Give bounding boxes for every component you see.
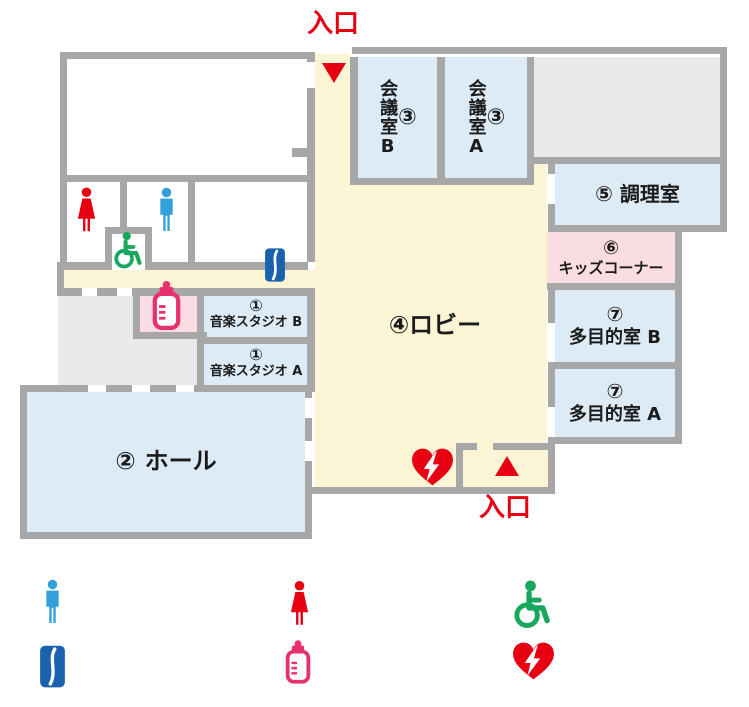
room-unlabeled-top [534,57,720,157]
room-studio-b-label: ① 音楽スタジオ B [209,296,303,330]
room-multi-a [555,369,675,437]
room-multi-b-label: ⑦ 多目的室 B [569,302,661,349]
wall-segment [188,182,195,262]
wall-segment [548,225,727,232]
aed-icon [410,447,455,488]
wall-segment [58,262,105,270]
entrance-top-label: 入口 [306,9,359,40]
legend-vending-machine-icon [39,644,66,689]
legend-female-toilet-icon [287,580,312,629]
wall-segment [305,461,312,532]
wall-segment [60,182,67,262]
wall-segment [305,418,312,441]
wall-segment [307,88,315,262]
wall-segment [463,443,477,450]
wall-segment [20,385,62,392]
wall-segment-dashed [62,288,133,296]
legend-aed-icon [511,641,556,682]
wall-segment [437,57,445,178]
wall-segment [720,47,727,232]
wall-segment [120,182,127,227]
wall-segment [675,225,682,444]
legend-wheelchair-accessible-icon [510,578,553,630]
wall-segment [548,204,555,232]
wall-segment [20,385,27,539]
wall-segment [307,487,555,494]
wall-segment [133,332,207,339]
room-kids-corner [547,232,675,283]
wall-segment [133,296,140,339]
wall-segment [527,57,534,178]
wall-segment-dashed [62,385,215,392]
wall-segment [548,290,555,323]
room-cooking [555,164,720,225]
wall-segment [133,288,307,296]
nursing-room-icon [148,280,185,331]
room-hall [27,392,305,532]
wall-segment [60,52,67,182]
room-multi-b [555,290,675,362]
room-meeting-b-label: 会議室B ③ [377,78,417,158]
wall-segment [548,437,682,444]
room-meeting-b [358,57,437,178]
room-studio-b [204,296,308,337]
wall-segment [456,443,463,487]
wall-segment [548,164,555,174]
wall-segment [534,157,727,164]
room-studio-a-label: ① 音楽スタジオ A [209,345,303,379]
room-multi-a-label: ⑦ 多目的室 A [568,379,662,426]
wall-segment [352,47,727,54]
wall-segment [145,227,152,270]
wall-segment [307,52,315,62]
wall-segment [60,175,315,182]
female-toilet-icon [74,186,99,236]
room-kids-label: ⑥ キッズコーナー [558,236,664,277]
wall-segment [105,227,112,270]
room-meeting-a [445,57,527,178]
wall-segment [307,288,315,392]
wall-segment [350,178,534,185]
vending-machine-icon [264,247,286,283]
room-studio-a [204,344,308,385]
wheelchair-accessible-icon [111,231,144,269]
wall-segment [57,262,64,296]
wall-segment [105,227,152,234]
wall-segment [350,57,358,178]
wall-segment [547,283,682,290]
wall-segment [60,52,315,59]
wall-segment [493,443,548,450]
wall-segment [197,296,204,392]
room-meeting-a-label: 会議室A ③ [465,78,506,158]
legend-nursing-room-icon [282,636,314,688]
wall-segment [215,385,312,392]
legend-male-toilet-icon [43,578,62,628]
room-cooking-label: ⑤ 調理室 [595,182,680,207]
wall-segment [548,443,555,494]
male-toilet-icon [157,186,176,236]
lobby-area [534,164,547,185]
wall-segment [197,337,308,344]
entrance-arrow-up-icon [495,456,519,476]
wall-segment [152,262,308,270]
wall-segment [548,362,682,369]
corridor-area [64,270,315,288]
wall-segment [548,369,555,407]
wall-segment [292,148,308,157]
entrance-bottom-label: 入口 [478,493,531,524]
wall-segment [305,385,312,398]
lobby-area [315,185,547,487]
wall-segment [20,532,312,539]
entrance-arrow-down-icon [322,63,346,83]
